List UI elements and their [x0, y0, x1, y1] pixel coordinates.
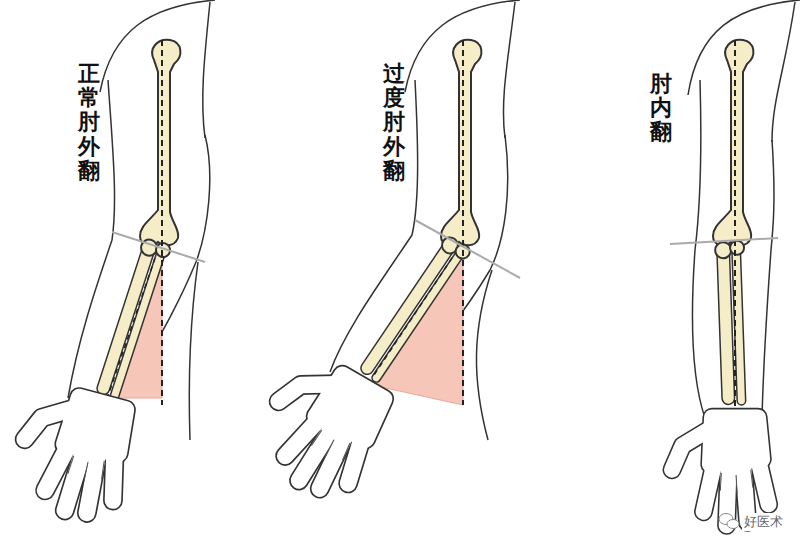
- excessive-valgus-arm: [249, 0, 520, 502]
- watermark: 好医术: [742, 513, 785, 531]
- vertical-title: 过度肘外翻: [383, 62, 405, 183]
- watermark-icon: [719, 514, 739, 529]
- varus-arm: [670, 0, 800, 525]
- normal-valgus-arm: [10, 0, 215, 522]
- vertical-title: 正常肘外翻: [78, 62, 100, 183]
- vertical-title: 肘内翻: [650, 72, 672, 145]
